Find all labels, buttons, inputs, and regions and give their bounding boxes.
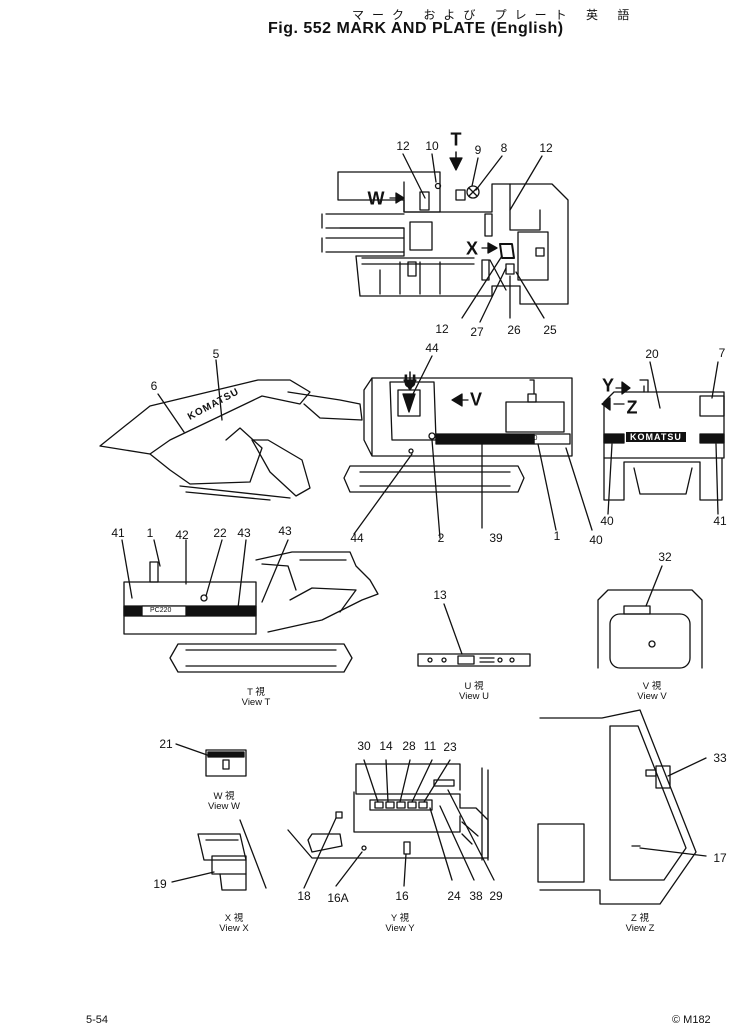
callout-1-b: 1 [146,526,154,540]
callout-22: 22 [213,526,227,540]
callout-10: 10 [425,139,439,153]
view-letter-v: V [469,389,483,410]
callout-5: 5 [212,347,220,361]
callout-29: 29 [489,889,503,903]
caption-view-y-en: View Y [385,923,415,934]
caption-view-u: U 視 View U [459,682,489,702]
drawing-code: © M182 [672,1014,711,1026]
caption-view-z-jp: Z 視 [631,913,649,924]
caption-view-w-en: View W [207,801,241,812]
callout-39-b: 40 [600,514,614,528]
view-letter-z: Z [626,397,638,418]
caption-view-x-jp: X 視 [224,913,244,924]
view-u-drawing [417,653,531,667]
callout-16a: 16A [327,891,349,905]
caption-view-z: Z 視 View Z [626,914,655,934]
caption-view-u-en: View U [459,691,489,702]
caption-view-u-jp: U 視 [464,681,484,692]
callout-39-a: 40 [589,533,603,547]
callout-17: 18 [297,889,311,903]
caption-view-x: X 視 View X [219,914,248,934]
callout-8: 8 [500,141,508,155]
side-view [99,377,573,501]
callout-14: 14 [379,739,393,753]
callout-11: 11 [423,739,437,753]
view-z-drawing [537,709,697,905]
callout-19: 19 [153,877,167,891]
view-w-drawing [205,749,247,777]
callout-13: 13 [433,588,447,602]
caption-view-v: V 視 View V [637,682,666,702]
caption-view-y: Y 視 View Y [385,914,414,934]
view-letter-y: Y [601,375,615,396]
callout-9: 9 [474,143,482,157]
callout-25: 25 [543,323,557,337]
callout-30: 30 [357,739,371,753]
caption-view-z-en: View Z [625,923,655,934]
caption-view-t-en: View T [241,697,271,708]
caption-view-y-jp: Y 視 [390,913,410,924]
callout-12-b: 12 [539,141,553,155]
callout-31: 32 [658,550,672,564]
callout-1-a: 1 [553,529,561,543]
caption-view-x-en: View X [219,923,249,934]
caption-view-t: T 視 View T [242,688,271,708]
caption-view-w: W 視 View W [208,792,240,812]
callout-27: 27 [470,325,484,339]
callout-26: 26 [507,323,521,337]
figure-title: Fig. 552 MARK AND PLATE (English) [268,20,564,37]
callout-24: 24 [447,889,461,903]
view-v-drawing [597,589,703,669]
caption-view-w-jp: W 視 [213,791,235,802]
callout-40-a: 41 [713,514,727,528]
callout-33: 38 [469,889,483,903]
view-x-drawing [197,819,267,891]
view-letter-x: X [465,238,479,259]
top-plan-view [321,171,569,305]
callout-7: 7 [718,346,726,360]
callout-21: 21 [159,737,173,751]
callout-38: 39 [489,531,503,545]
side-model-decal: PC220 [516,435,538,442]
caption-view-v-en: View V [637,691,667,702]
callout-16: 16 [395,889,409,903]
view-letter-u: U [403,371,417,392]
callout-44-a: 44 [425,341,439,355]
japanese-title: マーク および プレート 英 語 [352,8,638,22]
callout-43: 43 [278,524,292,538]
view-letter-w: W [367,188,385,209]
rear-decal-brand: KOMATSU [626,432,686,442]
callout-40-b: 41 [111,526,125,540]
view-t-model-decal: PC220 [150,607,172,614]
callout-41: 42 [175,528,189,542]
callout-44-b: 44 [350,531,364,545]
view-y-drawing [287,763,489,861]
view-t-drawing [123,551,379,673]
callout-23: 23 [443,740,457,754]
callout-28: 28 [402,739,416,753]
callout-2: 2 [437,531,445,545]
callout-20: 20 [645,347,659,361]
caption-view-t-jp: T 視 [247,687,265,698]
view-letter-t: T [450,129,462,150]
callout-42: 43 [237,526,251,540]
callout-12-c: 12 [435,322,449,336]
page-number: 5-54 [86,1014,109,1026]
rear-view [603,379,725,501]
callout-12-a: 12 [396,139,410,153]
caption-view-v-jp: V 視 [642,681,662,692]
callout-6: 6 [150,379,158,393]
callout-18: 17 [713,851,727,865]
callout-32: 33 [713,751,727,765]
